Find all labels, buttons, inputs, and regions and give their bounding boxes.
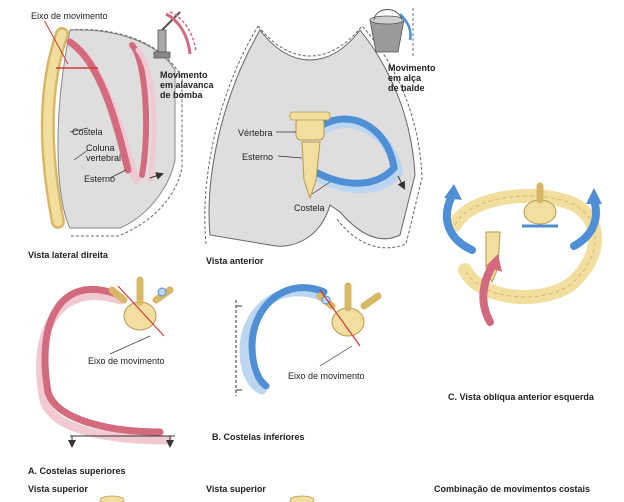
- lateral-dashed-outline: [69, 29, 183, 237]
- axis-label-b: Eixo de movimento: [288, 371, 365, 381]
- lower-axis-line: [319, 289, 361, 347]
- anterior-rib: [308, 115, 398, 187]
- bottom-bone-fragment-2: [289, 495, 315, 502]
- rib-label-mid: Costela: [294, 203, 325, 213]
- anterior-vertebra: [295, 117, 325, 141]
- superior-view-label-1: Vista superior: [28, 484, 88, 494]
- anterior-sternum: [301, 141, 321, 200]
- vertebra-label: Vértebra: [238, 128, 273, 138]
- sternum-label-mid: Esterno: [242, 152, 274, 162]
- caption-c: C. Vista oblíqua anterior esquerda: [448, 392, 594, 402]
- anterior-dashed-outline: [204, 25, 423, 249]
- axis-label-top: Eixo de movimento: [30, 11, 109, 21]
- caption-b: B. Costelas inferiores: [212, 432, 305, 442]
- lower-rib: [248, 284, 328, 390]
- upper-vertebra: [108, 276, 174, 331]
- anterior-view-illustration: [204, 25, 423, 249]
- pump-handle-icon: [153, 11, 197, 59]
- pink-arrow: [479, 260, 498, 326]
- oblique-vertebra: [522, 182, 558, 228]
- bucket-handle-caption: Movimento em alça de balde: [388, 63, 436, 93]
- bottom-bone-fragment-1: [99, 495, 125, 502]
- superior-view-label-2: Vista superior: [206, 484, 266, 494]
- oblique-view-illustration: [442, 182, 603, 326]
- lateral-view-illustration: [40, 17, 183, 237]
- lower-ribs-illustration: [235, 282, 382, 396]
- lateral-view-caption: Vista lateral direita: [28, 250, 108, 260]
- spine-label: Coluna vertebral: [86, 143, 122, 163]
- pump-handle-caption: Movimento em alavanca de bomba: [160, 70, 214, 100]
- upper-axis-line: [117, 285, 165, 337]
- combination-label: Combinação de movimentos costais: [434, 484, 591, 494]
- lateral-sternum: [129, 42, 150, 178]
- right-blue-arrow: [570, 196, 600, 250]
- sternum-label-left: Esterno: [84, 174, 116, 184]
- rib-label-left: Costela: [72, 127, 103, 137]
- lower-vertebra: [316, 282, 382, 337]
- axis-label-a: Eixo de movimento: [88, 356, 165, 366]
- upper-rib-shadow: [36, 291, 173, 445]
- upper-ribs-illustration: [36, 276, 175, 448]
- anterior-rib-shadow: [311, 118, 404, 194]
- upper-rib: [41, 285, 164, 436]
- anterior-view-caption: Vista anterior: [206, 256, 264, 266]
- bucket-icon: [369, 8, 414, 56]
- left-blue-arrow: [442, 192, 476, 254]
- lateral-rib: [66, 38, 132, 174]
- caption-a: A. Costelas superiores: [28, 466, 126, 476]
